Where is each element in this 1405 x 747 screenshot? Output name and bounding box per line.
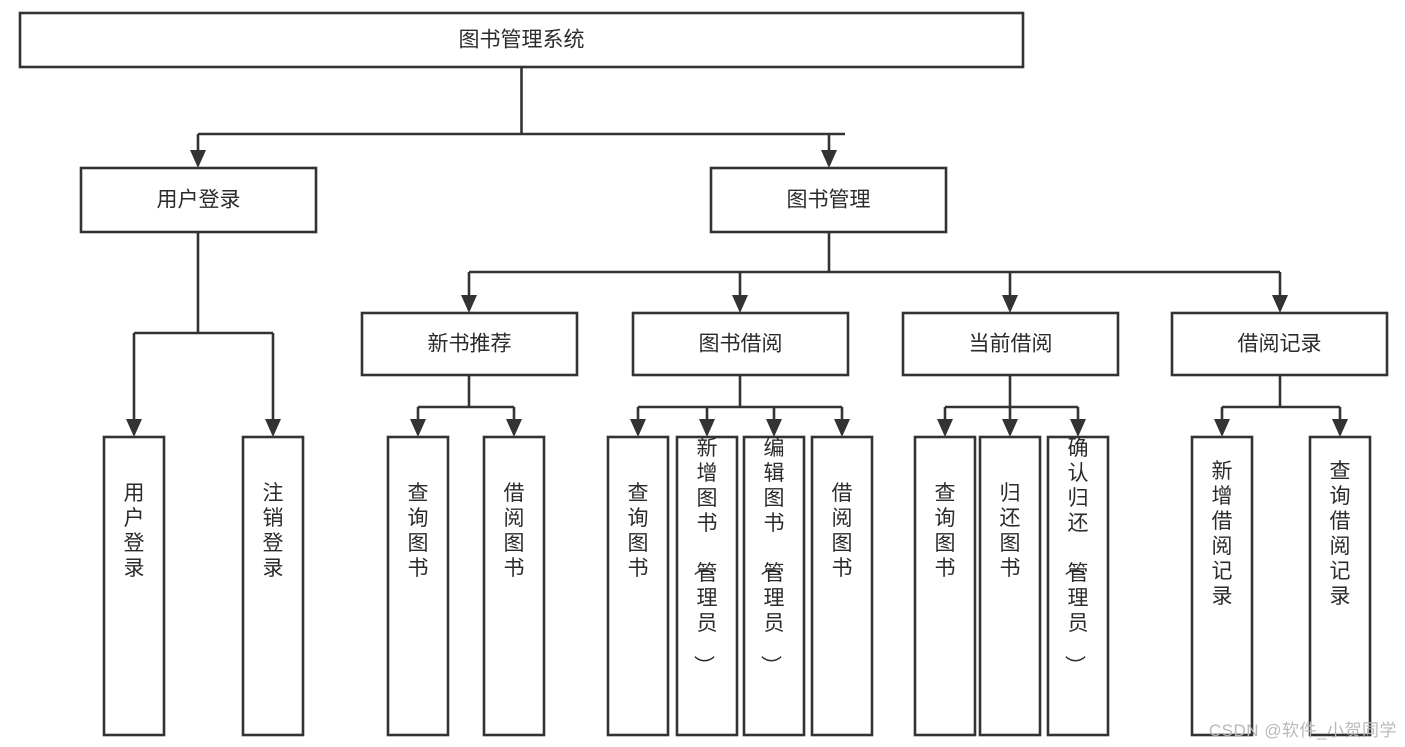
node-book-borrow-label: 图书借阅 [699,333,783,356]
arrow-br-leaf-2 [1332,419,1348,437]
node-new-book-recommend[interactable]: 新书推荐 [360,311,579,377]
arrow-bm-to-borrow [732,295,748,313]
arrow-cb-leaf-2 [1002,419,1018,437]
node-user-login-label: 用户登录 [157,189,241,212]
arrow-bm-to-newbook [461,295,477,313]
leaf-current-query[interactable]: 查询图书 [913,435,977,737]
leaf-newbook-query-label: 查询图书 [408,482,429,580]
node-current-borrow[interactable]: 当前借阅 [901,311,1120,377]
node-user-login[interactable]: 用户登录 [79,166,318,234]
leaf-current-confirm-return-label: 确认归还（管理员） [1063,437,1089,676]
arrow-nb-leaf-2 [506,419,522,437]
node-current-borrow-label: 当前借阅 [969,333,1053,356]
arrow-bb-leaf-1 [630,419,646,437]
node-new-book-recommend-box [360,311,579,377]
leaf-user-login-logout[interactable]: 注销登录 [241,435,305,737]
node-book-management-box [709,166,948,234]
node-book-management[interactable]: 图书管理 [709,166,948,234]
leaf-user-login-login-box [102,435,166,737]
leaf-record-add-label: 新增借阅记录 [1212,460,1233,608]
leaf-borrow-add-box [675,435,739,737]
leaf-borrow-borrowbook-label: 借阅图书 [832,482,853,580]
leaf-user-login-login-label: 用户登录 [124,482,145,580]
leaf-borrow-add-label: 新增图书（管理员） [692,437,718,676]
node-borrow-record-box [1170,311,1389,377]
connector-group-book-management [461,232,1288,313]
leaf-newbook-query[interactable]: 查询图书 [386,435,450,737]
leaf-borrow-edit[interactable]: 编辑图书（管理员） [742,435,806,737]
leaf-borrow-query-box [606,435,670,737]
leaf-user-login-logout-box [241,435,305,737]
leaf-record-query-label: 查询借阅记录 [1330,460,1351,608]
arrow-login-leaf-2 [265,419,281,437]
csdn-watermark: CSDN @软件_小贺同学 [1208,721,1397,740]
connector-group-book-borrow [630,375,850,437]
arrow-bb-leaf-3 [766,419,782,437]
arrow-br-leaf-1 [1214,419,1230,437]
connector-group-current-borrow [937,375,1086,437]
leaf-current-return[interactable]: 归还图书 [978,435,1042,737]
leaf-user-login-login[interactable]: 用户登录 [102,435,166,737]
leaf-current-return-label: 归还图书 [1000,482,1021,580]
leaf-current-confirm-return-box [1046,435,1110,737]
leaf-borrow-borrowbook-box [810,435,874,737]
leaf-record-add-box [1190,435,1254,737]
leaf-newbook-query-box [386,435,450,737]
leaf-newbook-borrow[interactable]: 借阅图书 [482,435,546,737]
node-borrow-record[interactable]: 借阅记录 [1170,311,1389,377]
node-borrow-record-label: 借阅记录 [1238,333,1322,356]
leaf-record-query-box [1308,435,1372,737]
arrow-cb-leaf-1 [937,419,953,437]
leaf-borrow-edit-label: 编辑图书（管理员） [759,437,785,676]
arrow-login-leaf-1 [126,419,142,437]
connector-group-root [190,67,845,168]
node-new-book-recommend-label: 新书推荐 [428,333,512,356]
leaf-newbook-borrow-label: 借阅图书 [504,482,525,580]
node-book-borrow-box [631,311,850,377]
arrow-bm-to-record [1272,295,1288,313]
node-current-borrow-box [901,311,1120,377]
node-book-management-label: 图书管理 [787,189,871,212]
leaf-current-confirm-return[interactable]: 确认归还（管理员） [1046,435,1110,737]
leaf-current-query-box [913,435,977,737]
arrow-root-to-bookmgmt [821,150,837,168]
leaf-newbook-borrow-box [482,435,546,737]
arrow-cb-leaf-3 [1070,419,1086,437]
node-book-borrow[interactable]: 图书借阅 [631,311,850,377]
leaf-borrow-edit-box [742,435,806,737]
leaf-user-login-logout-label: 注销登录 [263,482,284,580]
leaf-current-query-label: 查询图书 [935,482,956,580]
arrow-root-to-login [190,150,206,168]
node-root-system[interactable]: 图书管理系统 [18,11,1025,69]
connector-group-new-book [410,375,522,437]
node-user-login-box [79,166,318,234]
connector-group-user-login [126,232,281,437]
leaf-current-return-box [978,435,1042,737]
leaf-borrow-query[interactable]: 查询图书 [606,435,670,737]
leaf-borrow-query-label: 查询图书 [628,482,649,580]
arrow-bb-leaf-4 [834,419,850,437]
leaf-borrow-add[interactable]: 新增图书（管理员） [675,435,739,737]
leaf-borrow-borrowbook[interactable]: 借阅图书 [810,435,874,737]
arrow-nb-leaf-1 [410,419,426,437]
node-root-system-box [18,11,1025,69]
arrow-bb-leaf-2 [699,419,715,437]
node-root-system-label: 图书管理系统 [459,29,585,52]
leaf-record-query[interactable]: 查询借阅记录 [1308,435,1372,737]
leaf-record-add[interactable]: 新增借阅记录 [1190,435,1254,737]
arrow-bm-to-current [1002,295,1018,313]
connector-group-borrow-record [1214,375,1348,437]
